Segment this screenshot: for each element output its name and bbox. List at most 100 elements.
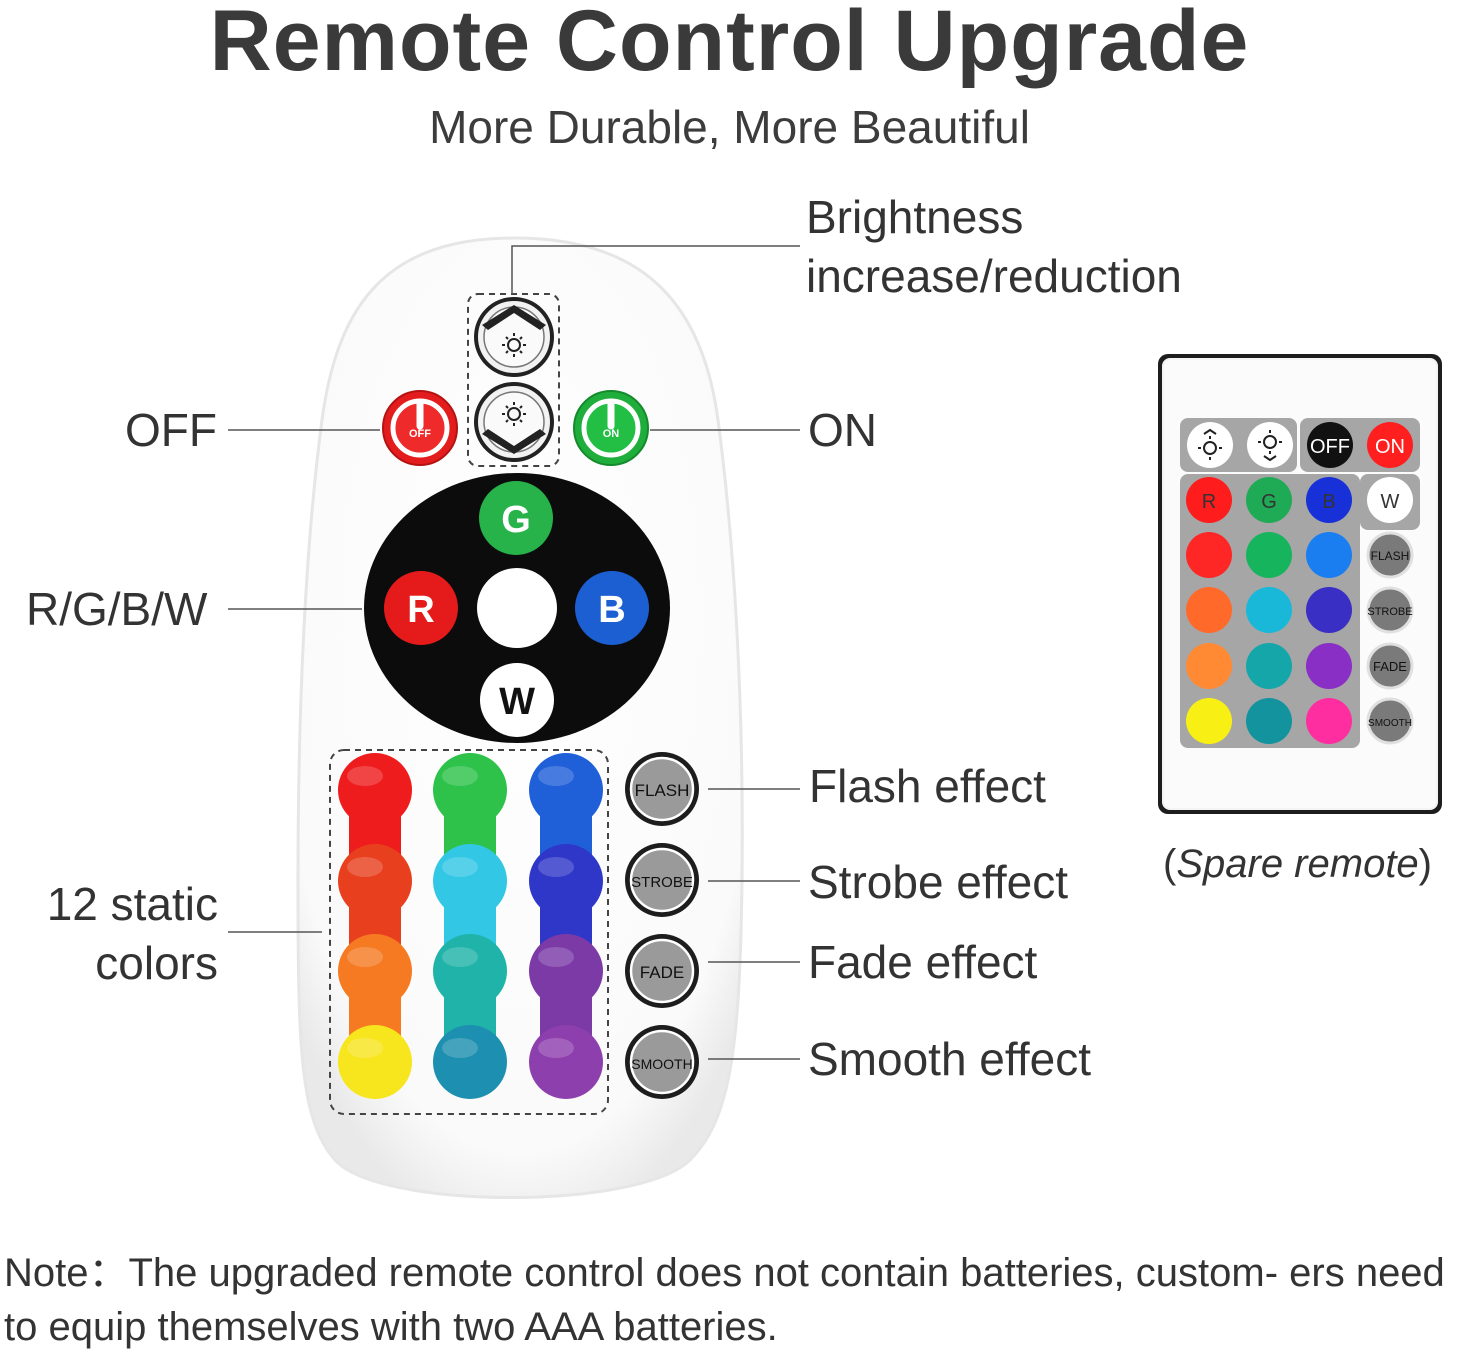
- off-label: OFF: [125, 404, 217, 456]
- spare-remote-caption: (Spare remote): [1163, 842, 1432, 887]
- spare-color-button: [1246, 698, 1292, 744]
- off-button-text: OFF: [409, 428, 431, 440]
- svg-text:R: R: [1202, 491, 1216, 513]
- color-button: [338, 934, 412, 1008]
- static-color-grid: [338, 753, 603, 1099]
- brightness-group-outline: [467, 293, 560, 467]
- color-button-highlight: [538, 766, 574, 786]
- spare-color-button: [1306, 643, 1352, 689]
- brightness-down-icon: [474, 382, 554, 462]
- spare-color-button: [1246, 643, 1292, 689]
- spare-color-button: [1186, 587, 1232, 633]
- color-button-highlight: [347, 1038, 383, 1058]
- leader-lines: [228, 245, 800, 1060]
- spare-color-button: [1306, 532, 1352, 578]
- off-power-button: OFF: [382, 390, 458, 466]
- color-button-highlight: [442, 857, 478, 877]
- fade-effect-label: Fade effect: [808, 936, 1038, 988]
- svg-text:G: G: [1261, 491, 1277, 513]
- svg-text:FADE: FADE: [1373, 659, 1407, 674]
- r-button: R: [384, 571, 458, 645]
- spare-fade-button: FADE: [1366, 642, 1414, 690]
- svg-text:SMOOTH: SMOOTH: [631, 1056, 692, 1072]
- color-button: [433, 844, 507, 918]
- fade-button: FADE: [625, 934, 699, 1008]
- color-button-highlight: [347, 766, 383, 786]
- smooth-effect-label: Smooth effect: [808, 1033, 1091, 1085]
- spare-remote: OFF ON R G B W FLASH STROBE FADE SMOOTH: [1158, 354, 1442, 814]
- svg-text:SMOOTH: SMOOTH: [1368, 718, 1412, 729]
- color-button-highlight: [347, 857, 383, 877]
- color-button: [433, 1025, 507, 1099]
- svg-text:FADE: FADE: [640, 963, 684, 982]
- spare-strobe-button: STROBE: [1366, 586, 1414, 634]
- color-button-highlight: [442, 1038, 478, 1058]
- spare-on-button: ON: [1367, 422, 1413, 468]
- spare-off-button: OFF: [1307, 422, 1353, 468]
- static-colors-outline: [329, 749, 609, 1115]
- battery-note: Note：The upgraded remote control does no…: [4, 1251, 1445, 1349]
- svg-text:ON: ON: [1375, 436, 1405, 458]
- svg-text:W: W: [1381, 491, 1400, 513]
- spare-color-button: [1306, 698, 1352, 744]
- color-button-highlight: [538, 1038, 574, 1058]
- color-button: [433, 753, 507, 827]
- flash-button: FLASH: [625, 752, 699, 826]
- spare-color-button: [1246, 532, 1292, 578]
- svg-text:STROBE: STROBE: [631, 874, 693, 891]
- static-colors-label-line2: colors: [95, 937, 218, 989]
- spare-color-button: [1186, 643, 1232, 689]
- spare-brightness-down-icon: [1247, 422, 1293, 468]
- svg-text:STROBE: STROBE: [1367, 606, 1412, 618]
- spare-w-button: W: [1367, 477, 1413, 523]
- caption-paren-open: (: [1163, 842, 1177, 886]
- page-title: Remote Control Upgrade: [209, 0, 1250, 89]
- spare-flash-button: FLASH: [1366, 531, 1414, 579]
- on-button-text: ON: [603, 428, 620, 440]
- color-button-highlight: [347, 947, 383, 967]
- color-button: [529, 934, 603, 1008]
- svg-text:W: W: [499, 681, 535, 723]
- svg-text:B: B: [598, 589, 625, 631]
- svg-text:FLASH: FLASH: [1371, 549, 1410, 563]
- color-button-highlight: [442, 766, 478, 786]
- color-button: [529, 1025, 603, 1099]
- svg-text:B: B: [1322, 491, 1335, 513]
- spare-color-button: [1186, 698, 1232, 744]
- svg-text:FLASH: FLASH: [635, 781, 690, 800]
- caption-text: Spare remote: [1176, 842, 1419, 886]
- g-button: G: [479, 481, 553, 555]
- smooth-button: SMOOTH: [625, 1025, 699, 1099]
- svg-text:R: R: [407, 589, 434, 631]
- spare-r-button: R: [1186, 477, 1232, 523]
- brightness-up-icon: [474, 297, 554, 377]
- strobe-effect-label: Strobe effect: [808, 856, 1068, 908]
- color-button-highlight: [442, 947, 478, 967]
- static-colors-label-line1: 12 static: [46, 878, 218, 930]
- spare-b-button: B: [1306, 477, 1352, 523]
- color-button: [433, 934, 507, 1008]
- color-button: [338, 753, 412, 827]
- spare-color-button: [1186, 532, 1232, 578]
- on-power-button: ON: [573, 390, 649, 466]
- page-subtitle: More Durable, More Beautiful: [429, 101, 1030, 153]
- spare-color-button: [1246, 587, 1292, 633]
- color-button: [338, 844, 412, 918]
- spare-color-grid: [1186, 532, 1352, 744]
- spare-g-button: G: [1246, 477, 1292, 523]
- svg-text:G: G: [501, 499, 531, 541]
- color-button-highlight: [538, 857, 574, 877]
- strobe-button: STROBE: [625, 843, 699, 917]
- color-button: [529, 753, 603, 827]
- color-button: [338, 1025, 412, 1099]
- w-button: W: [480, 663, 554, 737]
- flash-effect-label: Flash effect: [809, 760, 1046, 812]
- spare-color-button: [1306, 587, 1352, 633]
- color-button-highlight: [538, 947, 574, 967]
- caption-paren-close: ): [1418, 842, 1432, 886]
- spare-brightness-up-icon: [1187, 422, 1233, 468]
- brightness-label-line1: Brightness: [806, 191, 1024, 243]
- brightness-label-line2: increase/reduction: [806, 250, 1182, 302]
- svg-text:OFF: OFF: [1310, 436, 1350, 458]
